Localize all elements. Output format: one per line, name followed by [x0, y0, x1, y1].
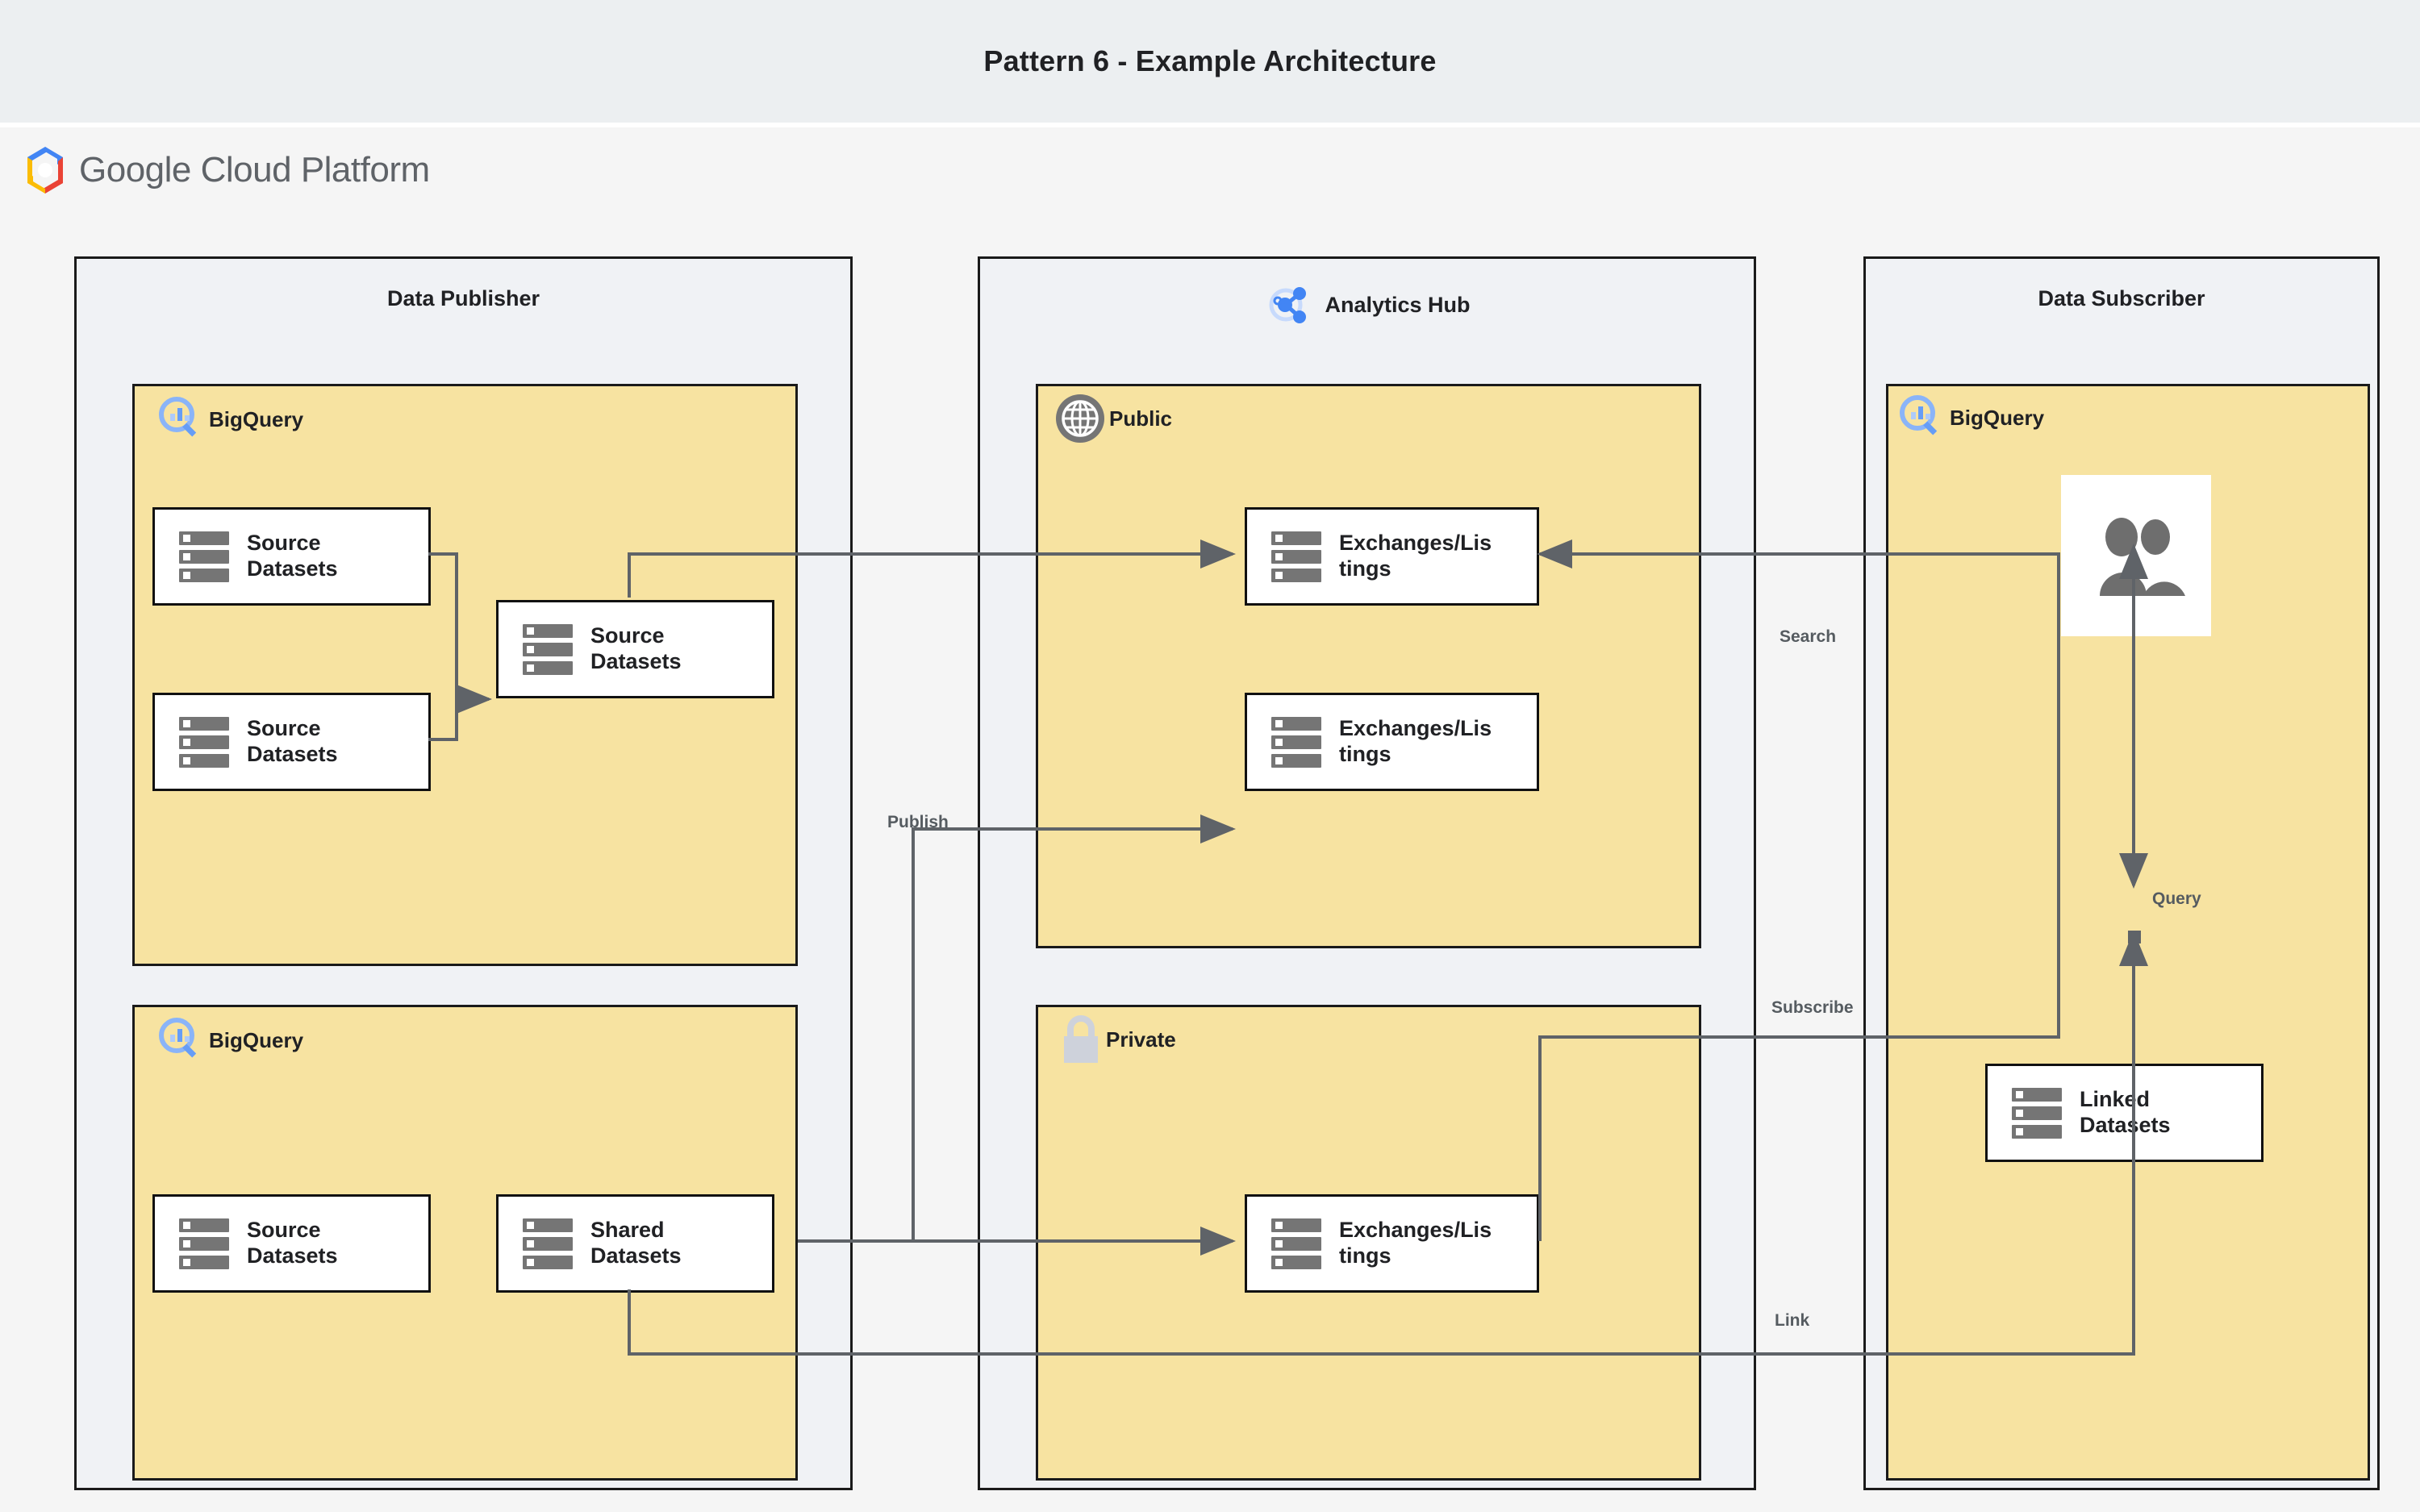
node-publisher-source-b[interactable]: Source Datasets: [152, 693, 431, 791]
share-network-icon: [1263, 280, 1313, 330]
panel-label-text: Private: [1106, 1027, 1176, 1052]
dataset-stack-icon: [2012, 1087, 2062, 1139]
edge-label-link: Link: [1775, 1311, 1810, 1330]
node-label: Linked Datasets: [2080, 1087, 2171, 1139]
node-label-line2: tings: [1339, 742, 1392, 766]
node-label: Source Datasets: [247, 1218, 338, 1269]
bigquery-icon: [156, 394, 206, 444]
panel-label-text: BigQuery: [209, 406, 304, 431]
dataset-stack-icon: [179, 1218, 229, 1269]
node-label-line1: Source: [247, 716, 321, 741]
node-label-line1: Shared: [590, 1218, 665, 1243]
node-publisher-source-merged[interactable]: Source Datasets: [496, 600, 774, 698]
dataset-stack-icon: [523, 1218, 573, 1269]
dataset-stack-icon: [1271, 531, 1321, 582]
node-label-line1: Exchanges/Lis: [1339, 531, 1492, 556]
node-label: Source Datasets: [247, 531, 338, 582]
node-label-line2: Datasets: [590, 1243, 682, 1268]
panel-publisher-bigquery-second[interactable]: BigQuery Source Datasets Shared: [132, 1005, 798, 1481]
zone-title-analytics-hub: Analytics Hub: [1325, 292, 1471, 317]
node-label: Shared Datasets: [590, 1218, 682, 1269]
node-label-line2: tings: [1339, 556, 1392, 581]
node-label-line1: Exchanges/Lis: [1339, 1218, 1492, 1243]
node-publisher-shared[interactable]: Shared Datasets: [496, 1194, 774, 1293]
node-label: Exchanges/Lis tings: [1339, 1218, 1492, 1269]
node-label-line1: Source: [590, 623, 665, 648]
panel-label-text: BigQuery: [209, 1027, 304, 1052]
node-public-listing-2[interactable]: Exchanges/Lis tings: [1245, 693, 1539, 791]
node-publisher-source-a[interactable]: Source Datasets: [152, 507, 431, 606]
node-label: Exchanges/Lis tings: [1339, 716, 1492, 768]
page-title: Pattern 6 - Example Architecture: [983, 44, 1437, 77]
panel-publisher-bigquery-top[interactable]: BigQuery Source Datasets Source: [132, 384, 798, 966]
gcp-logo-word2: Cloud Platform: [200, 150, 431, 190]
edge-label-query: Query: [2152, 889, 2201, 908]
node-subscriber-linked[interactable]: Linked Datasets: [1985, 1064, 2264, 1162]
panel-hub-public[interactable]: Public Exchanges/Lis tings Exchanges/Lis: [1036, 384, 1701, 948]
node-private-listing-1[interactable]: Exchanges/Lis tings: [1245, 1194, 1539, 1293]
node-label-line2: tings: [1339, 1243, 1392, 1268]
globe-icon: [1054, 393, 1106, 444]
node-public-listing-1[interactable]: Exchanges/Lis tings: [1245, 507, 1539, 606]
panel-subscriber-bigquery[interactable]: BigQuery Linked: [1886, 384, 2370, 1481]
node-label: Source Datasets: [247, 716, 338, 768]
node-label-line2: Datasets: [590, 649, 682, 673]
dataset-stack-icon: [1271, 1218, 1321, 1269]
panel-label-private: Private: [1059, 1014, 1176, 1065]
title-bar: Pattern 6 - Example Architecture: [0, 0, 2420, 123]
zone-title-data-subscriber: Data Subscriber: [2038, 286, 2205, 310]
gcp-logo-word1: Google: [79, 150, 191, 190]
edge-label-search: Search: [1780, 627, 1837, 646]
diagram-canvas: Google Cloud Platform Data Publisher: [0, 127, 2420, 1512]
lock-icon: [1059, 1014, 1103, 1065]
node-label-line1: Exchanges/Lis: [1339, 716, 1492, 741]
dataset-stack-icon: [1271, 716, 1321, 768]
node-label: Exchanges/Lis tings: [1339, 531, 1492, 582]
dataset-stack-icon: [179, 531, 229, 582]
panel-label-public: Public: [1054, 393, 1172, 444]
node-label: Source Datasets: [590, 623, 682, 675]
gcp-logo-text: Google Cloud Platform: [79, 150, 430, 190]
zone-title-data-publisher: Data Publisher: [386, 286, 540, 310]
edge-label-subscribe: Subscribe: [1771, 998, 1854, 1017]
google-cloud-platform-logo: Google Cloud Platform: [23, 145, 430, 195]
node-label-line1: Source: [247, 1218, 321, 1243]
node-label-line2: Datasets: [247, 556, 338, 581]
node-publisher-source-lower[interactable]: Source Datasets: [152, 1194, 431, 1293]
dataset-stack-icon: [179, 716, 229, 768]
dataset-stack-icon: [523, 623, 573, 675]
node-label-line2: Datasets: [247, 1243, 338, 1268]
users-icon: [2084, 515, 2188, 596]
panel-label-bigquery-top: BigQuery: [156, 394, 303, 444]
zone-title-analytics-hub-wrap: Analytics Hub: [980, 280, 1754, 330]
node-label-line2: Datasets: [247, 742, 338, 766]
panel-hub-private[interactable]: Private Exchanges/Lis tings: [1036, 1005, 1701, 1481]
node-label-line1: Source: [247, 531, 321, 556]
bigquery-icon: [1896, 393, 1946, 443]
panel-label-bigquery-subscriber: BigQuery: [1896, 393, 2044, 443]
node-label-line1: Linked: [2080, 1087, 2151, 1112]
node-label-line2: Datasets: [2080, 1113, 2171, 1137]
gcp-hexagon-icon: [23, 145, 68, 195]
node-subscriber-users[interactable]: [2061, 475, 2211, 636]
panel-label-text: Public: [1109, 406, 1173, 431]
edge-label-publish: Publish: [887, 813, 949, 831]
panel-label-bigquery-bottom: BigQuery: [156, 1015, 303, 1065]
bigquery-icon: [156, 1015, 206, 1065]
panel-label-text: BigQuery: [1950, 405, 2045, 430]
